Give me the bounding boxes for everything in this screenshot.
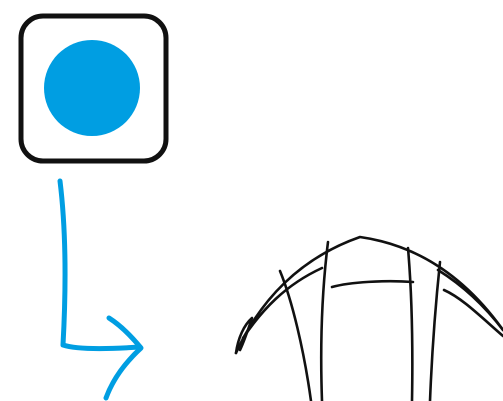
app-icon: [21, 16, 166, 161]
blue-dot: [44, 40, 140, 136]
